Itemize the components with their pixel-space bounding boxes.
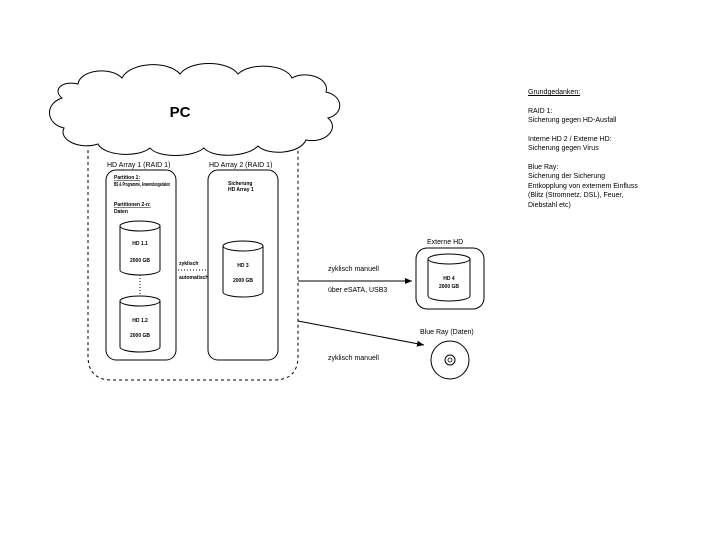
disk-hd-1-1: HD 1.1 2000 GB: [119, 220, 161, 276]
partition-2-label: Partitionen 2-n:: [114, 202, 151, 208]
hd-array-2-title: HD Array 2 (RAID 1): [209, 162, 272, 169]
notes-blu-line-3: (Blitz (Stromnetz, DSL), Feuer,: [528, 192, 624, 199]
disk-hd-4-size: 2000 GB: [439, 284, 459, 290]
disk-hd-3: HD 3 2000 GB: [222, 240, 264, 298]
disk-hd-1-2: HD 1.2 2000 GB: [119, 295, 161, 353]
connector-label-1: zyklisch: [179, 261, 198, 267]
notes-gap: [528, 154, 713, 163]
partition-1-desc: BS & Programme, Anwendungsdaten: [114, 182, 170, 188]
notes-gap: [528, 98, 713, 107]
hd-array-2-desc-2: HD Array 1: [228, 187, 254, 193]
notes-intern-title: Interne HD 2 / Externe HD:: [528, 135, 612, 143]
disk-hd-1-2-name: HD 1.2: [132, 318, 148, 324]
blu-ray-title: Blue Ray (Daten): [420, 329, 474, 336]
notes-raid-title: RAID 1:: [528, 107, 553, 115]
blu-ray-arrow-label: zyklisch manuell: [328, 355, 379, 362]
connector-label-2: automatisch: [179, 275, 208, 281]
hd-array-2-desc-1: Sicherung: [228, 181, 252, 187]
partition-2-desc: Daten: [114, 209, 128, 215]
notes-intern-text: Sicherung gegen Virus: [528, 145, 599, 152]
notes-blu-line-2: Entkopplung von externem Einfluss: [528, 182, 638, 190]
pc-boundary: [87, 150, 299, 381]
hd-array-1-title: HD Array 1 (RAID 1): [107, 162, 170, 169]
notes-blu-line-1: Sicherung der Sicherung: [528, 173, 606, 180]
disk-hd-1-1-size: 2000 GB: [130, 258, 150, 264]
pc-cloud: PC: [49, 63, 341, 156]
disc-icon: [430, 340, 470, 380]
notes-blu-line-4: Diebstahl etc): [528, 201, 571, 209]
external-arrow-label-1: zyklisch manuell: [328, 266, 379, 273]
external-hd-title: Externe HD: [427, 239, 463, 246]
disk-hd-1-1-name: HD 1.1: [132, 241, 148, 247]
disk-hd-4: HD 4 2000 GB: [427, 253, 471, 302]
external-arrow-label-2: über eSATA, USB3: [328, 287, 387, 294]
disk-hd-3-size: 2000 GB: [233, 278, 253, 284]
partition-1-label: Partition 1:: [114, 175, 140, 181]
notes-gap: [528, 126, 713, 135]
disk-hd-1-2-size: 2000 GB: [130, 333, 150, 339]
pc-label: PC: [170, 104, 191, 121]
notes-heading: Grundgedanken:: [528, 89, 581, 96]
disk-hd-3-name: HD 3: [237, 263, 249, 269]
disk-hd-4-name: HD 4: [443, 276, 455, 282]
notes-raid-text: Sicherung gegen HD-Ausfall: [528, 117, 617, 124]
notes-panel: Grundgedanken: RAID 1: Sicherung gegen H…: [528, 88, 713, 210]
arrow-to-blu-ray: [297, 320, 425, 347]
notes-blu-title: Blue Ray:: [528, 163, 559, 171]
